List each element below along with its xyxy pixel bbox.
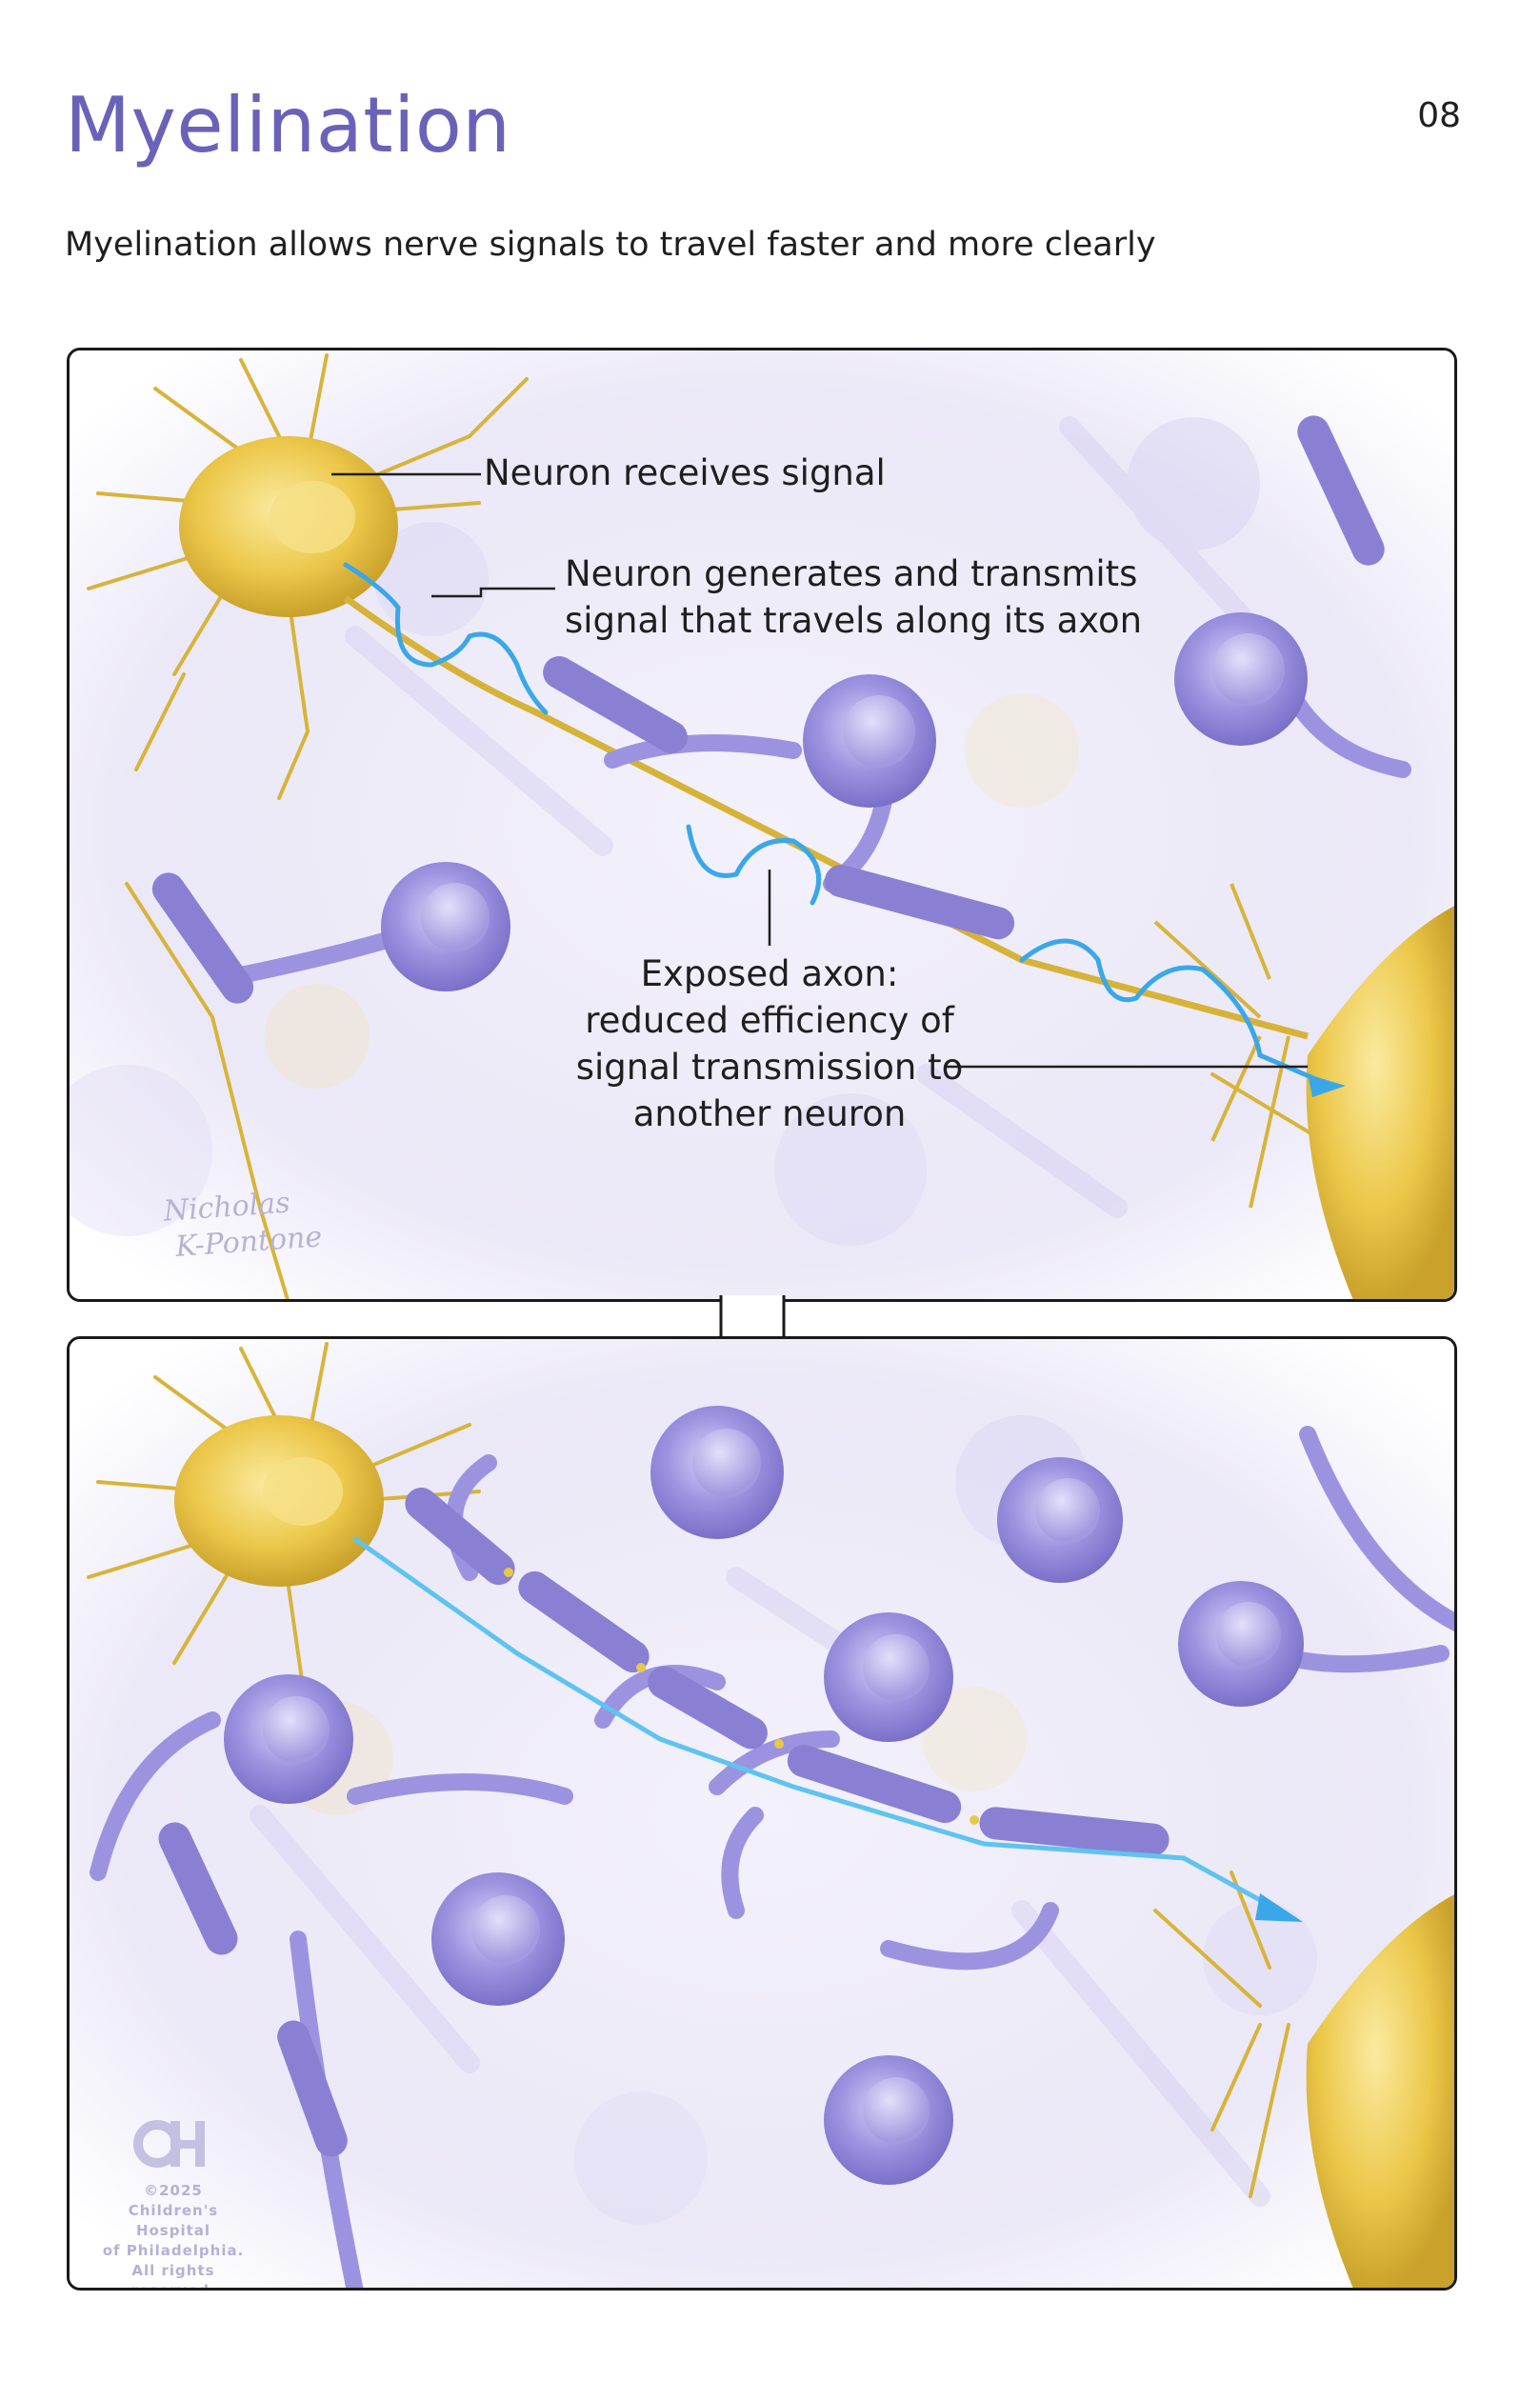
signal-line (352, 1536, 1282, 1913)
copyright-notice: ©2025 Children's Hospital of Philadelphi… (102, 2182, 245, 2291)
myelin-segment (824, 865, 1015, 940)
unmyelinated-illustration (70, 350, 1454, 1299)
myelinated-panel: ©2025 Children's Hospital of Philadelphi… (67, 1336, 1457, 2291)
signal-arrowhead-icon (1255, 1893, 1303, 1922)
artist-signature: Nicholas K-Pontone (162, 1186, 324, 1264)
label-exposed-line1: Exposed axon: (640, 953, 899, 994)
page-title: Myelination (65, 81, 511, 170)
unmyelinated-panel: Neuron receives signal Neuron generates … (67, 348, 1457, 1302)
page-number: 08 (1417, 96, 1461, 135)
target-neuron (1306, 906, 1454, 1299)
myelin-segment (405, 1487, 515, 1586)
ch-logo-icon (133, 2120, 205, 2168)
label-exposed-line2: reduced efficiency of (585, 1000, 954, 1041)
signal-arrowhead-icon (1308, 1074, 1346, 1097)
target-neuron (1306, 1894, 1454, 2288)
myelin-segment (787, 1744, 962, 1824)
label-transmits-line1: Neuron generates and transmits (565, 553, 1138, 594)
label-exposed-line4: another neuron (632, 1093, 907, 1134)
axon (343, 595, 1309, 1040)
leader-lines (331, 472, 1308, 1069)
label-receives-signal: Neuron receives signal (484, 452, 886, 493)
label-exposed-line3: signal transmission to (575, 1047, 964, 1088)
background-cells (70, 416, 1270, 1246)
label-transmits-line2: signal that travels along its axon (565, 600, 1143, 641)
myelin-segment (518, 1571, 650, 1673)
myelin-segment (648, 1666, 768, 1750)
myelin-segment (979, 1807, 1170, 1856)
myelin-segment (543, 656, 688, 753)
myelinated-illustration (70, 1339, 1454, 2288)
page-subtitle: Myelination allows nerve signals to trav… (65, 226, 1156, 264)
signal-wave (343, 562, 1330, 1087)
myelinated-axon (405, 1487, 1170, 1856)
